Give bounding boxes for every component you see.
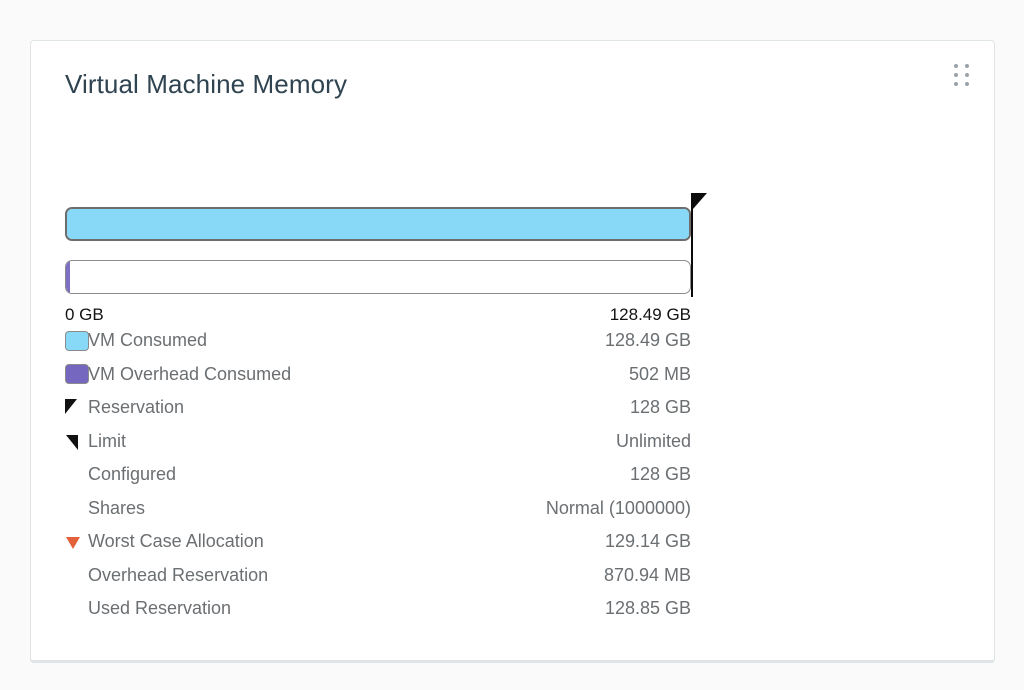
memory-detail-label: Configured xyxy=(88,464,177,485)
memory-detail-value: 128 GB xyxy=(629,397,691,418)
memory-detail-row: Overhead Reservation 870.94 MB xyxy=(65,559,691,593)
flag-left-icon xyxy=(66,435,78,451)
memory-detail-value: 502 MB xyxy=(628,363,691,384)
memory-detail-label: VM Consumed xyxy=(88,330,208,351)
memory-detail-value: 128 GB xyxy=(629,464,691,485)
memory-detail-row: Reservation 128 GB xyxy=(65,391,691,425)
marker-slot xyxy=(65,330,89,352)
page-title: Virtual Machine Memory xyxy=(65,69,348,99)
marker-slot xyxy=(65,363,89,385)
flag-right-icon xyxy=(693,193,707,209)
vm-memory-card: Virtual Machine Memory 0 GB 128.49 GB VM… xyxy=(30,40,995,663)
marker-slot xyxy=(65,564,88,586)
memory-detail-label-wrap: Used Reservation xyxy=(65,598,231,620)
legend-swatch-blue-icon xyxy=(65,330,89,351)
reservation-marker-line xyxy=(691,193,707,297)
memory-detail-row: Used Reservation 128.85 GB xyxy=(65,592,691,626)
marker-slot xyxy=(65,598,88,620)
bar-track-vm-overhead-consumed xyxy=(65,260,691,294)
marker-slot xyxy=(65,531,88,553)
memory-detail-value: 128.85 GB xyxy=(604,598,691,619)
memory-detail-row: Worst Case Allocation 129.14 GB xyxy=(65,525,691,559)
memory-detail-label: Overhead Reservation xyxy=(88,564,269,585)
memory-detail-value: Unlimited xyxy=(615,430,691,451)
memory-detail-label: Reservation xyxy=(88,397,185,418)
drag-dot xyxy=(964,82,969,86)
memory-detail-label-wrap: VM Consumed xyxy=(65,330,207,352)
memory-detail-label-wrap: VM Overhead Consumed xyxy=(65,363,291,385)
memory-detail-label: Limit xyxy=(88,430,127,451)
marker-slot xyxy=(65,497,88,519)
axis-min-label: 0 GB xyxy=(65,305,104,324)
marker-slot xyxy=(65,464,88,486)
memory-detail-value: 129.14 GB xyxy=(604,531,691,552)
memory-detail-label-wrap: Shares xyxy=(65,497,145,519)
memory-detail-row: Shares Normal (1000000) xyxy=(65,492,691,526)
triangle-down-orange-icon xyxy=(66,536,80,549)
legend-swatch-purple-icon xyxy=(65,364,89,385)
bar-track-vm-consumed xyxy=(65,207,691,241)
memory-detail-row: Configured 128 GB xyxy=(65,458,691,492)
memory-detail-label-wrap: Worst Case Allocation xyxy=(65,531,264,553)
marker-slot xyxy=(65,397,88,419)
drag-dots-icon[interactable] xyxy=(952,63,970,87)
memory-detail-value: 870.94 MB xyxy=(603,564,691,585)
memory-detail-label: Shares xyxy=(88,497,146,518)
axis-max-label: 128.49 GB xyxy=(609,305,691,324)
flag-right-icon xyxy=(65,398,77,414)
bar-fill-vm-consumed xyxy=(67,209,689,239)
chart-axis: 0 GB 128.49 GB xyxy=(65,305,691,325)
memory-detail-row: VM Consumed 128.49 GB xyxy=(65,324,691,358)
memory-detail-label-wrap: Configured xyxy=(65,464,176,486)
memory-detail-value: 128.49 GB xyxy=(604,330,691,351)
memory-detail-label: Used Reservation xyxy=(88,598,232,619)
memory-detail-row: Limit Unlimited xyxy=(65,425,691,459)
drag-dot xyxy=(953,73,958,77)
memory-detail-label-wrap: Limit xyxy=(65,430,126,452)
memory-detail-row: VM Overhead Consumed 502 MB xyxy=(65,358,691,392)
memory-detail-list: VM Consumed 128.49 GB VM Overhead Consumed… xyxy=(65,324,691,626)
memory-detail-value: Normal (1000000) xyxy=(545,497,691,518)
drag-dot xyxy=(953,64,958,68)
memory-detail-label: VM Overhead Consumed xyxy=(88,363,292,384)
memory-detail-label: Worst Case Allocation xyxy=(88,531,264,552)
memory-detail-label-wrap: Overhead Reservation xyxy=(65,564,268,586)
drag-dot xyxy=(964,64,969,68)
memory-bar-chart: 0 GB 128.49 GB xyxy=(65,151,725,324)
bar-fill-vm-overhead-consumed xyxy=(66,261,70,293)
marker-slot xyxy=(65,430,88,452)
drag-dot xyxy=(964,73,969,77)
memory-detail-label-wrap: Reservation xyxy=(65,397,184,419)
drag-dot xyxy=(953,82,958,86)
